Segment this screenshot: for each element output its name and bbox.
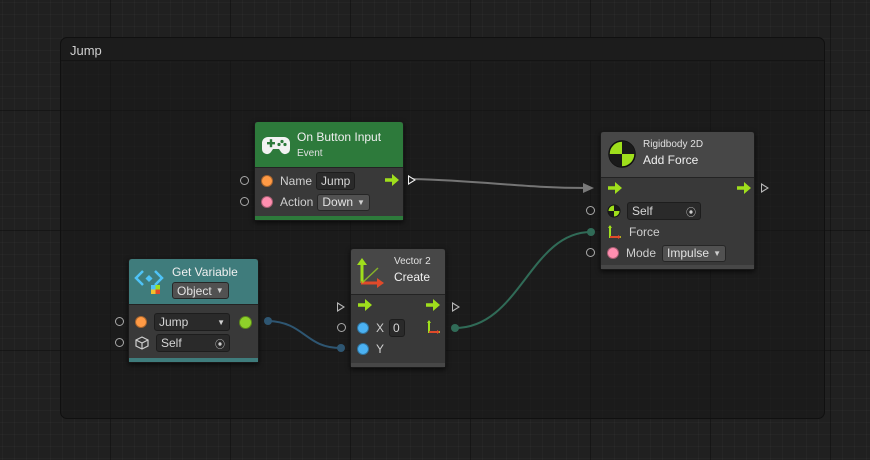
node-header[interactable]: On Button Input Event xyxy=(255,122,403,168)
mode-row: Mode Impulse ▼ xyxy=(607,243,726,263)
node-title: Get Variable xyxy=(172,265,238,279)
variable-target-field[interactable]: Self ⦿ xyxy=(156,334,230,352)
variable-kind-value: Object xyxy=(177,283,212,298)
chevron-down-icon[interactable]: ▼ xyxy=(217,317,225,327)
variable-target-row: Self ⦿ xyxy=(135,333,230,353)
input-flow-arrow[interactable] xyxy=(608,182,622,194)
x-input-port[interactable] xyxy=(337,323,346,332)
x-label: X xyxy=(376,321,385,335)
vector2-axes-small-icon xyxy=(608,225,621,239)
output-flow-arrow[interactable] xyxy=(426,299,440,311)
mode-input-port[interactable] xyxy=(586,248,595,257)
node-subtitle: Vector 2 xyxy=(394,256,431,267)
node-title: Create xyxy=(394,270,431,284)
flow-input-port[interactable] xyxy=(337,302,345,312)
trigger-output-flow-arrow[interactable] xyxy=(385,174,399,186)
string-port-dot[interactable] xyxy=(261,175,273,187)
float-port-dot[interactable] xyxy=(357,343,369,355)
y-row: Y xyxy=(357,339,384,359)
vector2-create-node[interactable]: Vector 2 Create X 0 Y xyxy=(350,248,446,368)
gamepad-icon xyxy=(262,137,290,154)
node-footer xyxy=(351,363,445,367)
output-flow-arrow[interactable] xyxy=(737,182,751,194)
node-header[interactable]: Rigidbody 2D Add Force xyxy=(601,132,754,178)
y-label: Y xyxy=(376,342,385,356)
flow-output-port[interactable] xyxy=(452,302,460,312)
node-title: Add Force xyxy=(643,153,699,167)
node-subtitle: Rigidbody 2D xyxy=(643,139,704,150)
on-button-input-node[interactable]: On Button Input Event Name Jump Action D… xyxy=(254,121,404,221)
node-subtitle: Event xyxy=(297,148,323,159)
action-input-port[interactable] xyxy=(240,197,249,206)
x-value-field[interactable]: 0 xyxy=(389,319,406,337)
input-flow-arrow[interactable] xyxy=(358,299,372,311)
vector2-output-icon[interactable] xyxy=(426,319,442,335)
x-row: X 0 xyxy=(357,318,406,338)
chevron-down-icon: ▼ xyxy=(713,248,721,258)
variable-target-value: Self xyxy=(161,336,182,350)
variable-name-value: Jump xyxy=(159,315,189,329)
mode-dropdown[interactable]: Impulse ▼ xyxy=(662,244,726,262)
target-row: Self ⦿ xyxy=(607,201,701,221)
chevron-down-icon: ▼ xyxy=(215,286,224,295)
chevron-down-icon: ▼ xyxy=(357,197,365,207)
variable-name-input-port[interactable] xyxy=(115,317,124,326)
variable-target-input-port[interactable] xyxy=(115,338,124,347)
node-title: On Button Input xyxy=(297,130,382,144)
mode-label: Mode xyxy=(626,246,657,260)
add-force-node[interactable]: Rigidbody 2D Add Force Self ⦿ Force Mode… xyxy=(600,131,755,270)
vector2-axes-icon xyxy=(357,258,384,288)
node-header[interactable]: Vector 2 Create xyxy=(351,249,445,295)
string-port-dot[interactable] xyxy=(135,316,147,328)
cube-icon xyxy=(135,336,149,350)
flow-output-port[interactable] xyxy=(761,183,769,193)
rigidbody-2d-icon xyxy=(608,140,636,168)
name-row: Name Jump xyxy=(261,171,356,191)
name-input-port[interactable] xyxy=(240,176,249,185)
value-output-dot[interactable] xyxy=(239,315,252,329)
target-picker-icon[interactable]: ⦿ xyxy=(686,207,696,219)
node-footer xyxy=(255,216,403,220)
force-label: Force xyxy=(629,225,660,239)
target-picker-icon[interactable]: ⦿ xyxy=(215,339,225,351)
enum-port-dot[interactable] xyxy=(261,196,273,208)
target-field-value: Self xyxy=(632,204,653,218)
group-title[interactable]: Jump xyxy=(61,38,824,61)
target-input-port[interactable] xyxy=(586,206,595,215)
force-row: Force xyxy=(607,222,660,242)
target-field[interactable]: Self ⦿ xyxy=(627,202,701,220)
variable-icon xyxy=(134,270,164,294)
variable-kind-dropdown[interactable]: Object ▼ xyxy=(172,282,229,299)
variable-name-field[interactable]: Jump ▼ xyxy=(154,313,230,331)
action-label: Action xyxy=(280,195,314,209)
node-footer xyxy=(601,265,754,269)
get-variable-node[interactable]: Get Variable Object ▼ Jump ▼ Self ⦿ xyxy=(128,258,259,363)
rigidbody-2d-small-icon xyxy=(607,204,621,218)
enum-port-dot[interactable] xyxy=(607,247,619,259)
trigger-output-port[interactable] xyxy=(408,175,416,185)
action-dropdown-value: Down xyxy=(322,195,354,209)
mode-dropdown-value: Impulse xyxy=(667,246,710,260)
action-dropdown[interactable]: Down ▼ xyxy=(317,193,370,211)
float-port-dot[interactable] xyxy=(357,322,369,334)
node-footer xyxy=(129,358,258,362)
button-name-field[interactable]: Jump xyxy=(316,172,356,190)
variable-name-row: Jump ▼ xyxy=(135,312,252,332)
name-label: Name xyxy=(280,174,313,188)
node-header[interactable]: Get Variable Object ▼ xyxy=(129,259,258,305)
action-row: Action Down ▼ xyxy=(261,192,370,212)
